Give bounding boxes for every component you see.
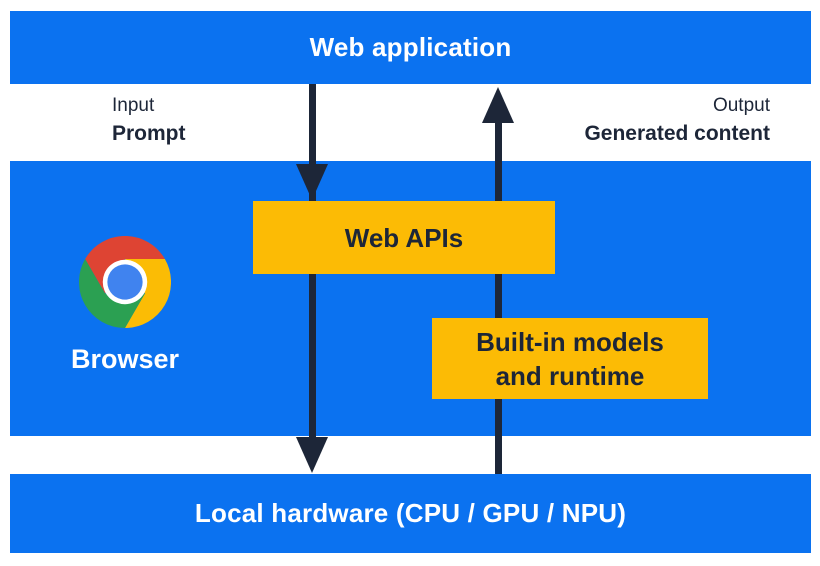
layer-web-application: Web application (10, 11, 811, 84)
output-arrow-stem (495, 121, 502, 474)
output-value-label: Generated content (584, 122, 770, 145)
chrome-logo-blue-center (107, 264, 143, 300)
input-arrowhead-to-web-apis-icon (296, 164, 328, 200)
output-label: Output (712, 95, 770, 116)
builtin-models-label-line2: and runtime (495, 360, 645, 391)
chrome-logo-icon (78, 235, 172, 328)
web-apis-box: Web APIs (253, 201, 555, 274)
output-arrowhead-to-web-app-icon (482, 87, 514, 123)
builtin-models-box: Built-in models and runtime (432, 318, 708, 399)
local-hardware-label: Local hardware (CPU / GPU / NPU) (194, 498, 627, 528)
input-value-label: Prompt (112, 122, 186, 145)
layer-local-hardware: Local hardware (CPU / GPU / NPU) (10, 474, 811, 553)
input-arrowhead-to-hardware-icon (296, 437, 328, 473)
web-application-label: Web application (309, 32, 512, 62)
output-annotation: Output Generated content (584, 93, 770, 148)
input-label: Input (112, 95, 155, 116)
builtin-models-label-line1: Built-in models (476, 326, 664, 357)
web-apis-label: Web APIs (344, 222, 464, 253)
input-annotation: Input Prompt (112, 93, 186, 148)
browser-label: Browser (70, 344, 180, 374)
